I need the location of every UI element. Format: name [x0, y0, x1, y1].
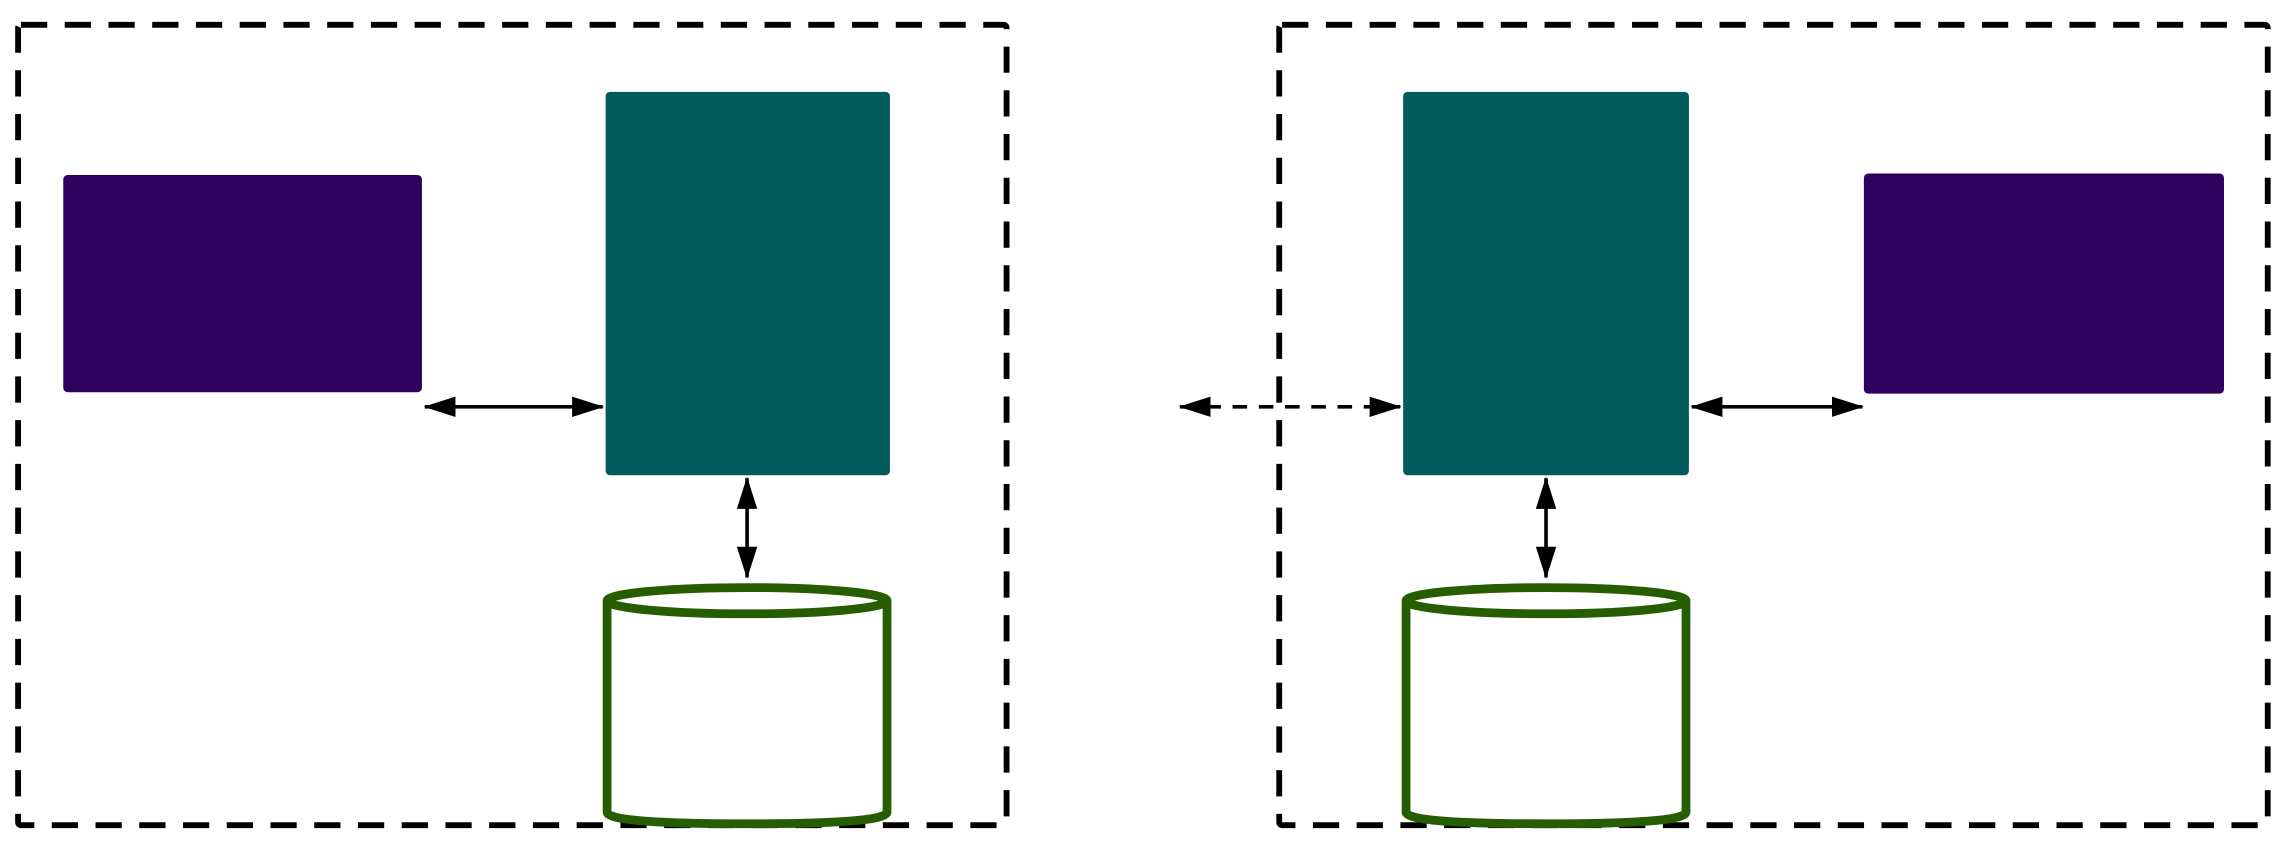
left-client-box[interactable] — [63, 174, 422, 393]
right-database-icon[interactable] — [1401, 583, 1691, 829]
left-database-icon[interactable] — [602, 583, 892, 829]
left-group-boundary — [15, 21, 1010, 829]
left-server-box[interactable] — [605, 91, 890, 476]
right-server-box[interactable] — [1403, 91, 1689, 476]
right-group-boundary — [1276, 21, 2271, 829]
right-client-box[interactable] — [1863, 173, 2224, 394]
